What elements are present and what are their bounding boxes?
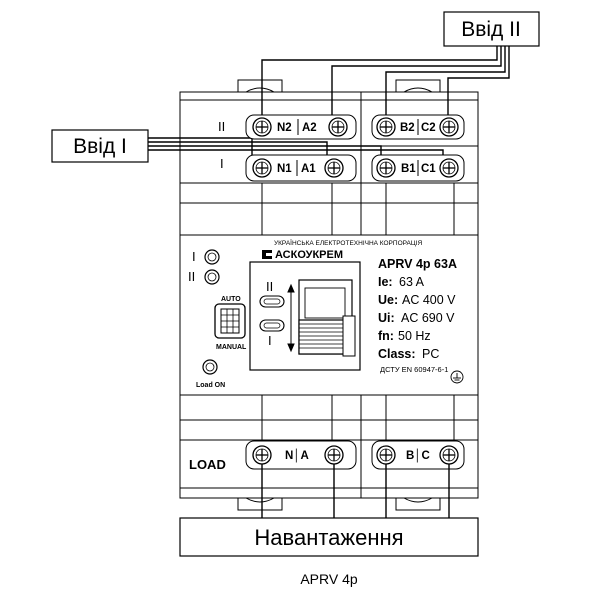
upper-left-terminal-housing bbox=[245, 114, 357, 140]
screw-icon bbox=[324, 445, 344, 465]
indicator-lamp-icon bbox=[204, 249, 220, 265]
screw-icon bbox=[376, 158, 396, 178]
spec-class-key: Class: bbox=[378, 347, 416, 361]
spec-ie-value: 63 A bbox=[399, 275, 425, 289]
load-terminal-row: LOAD N│A B│C bbox=[189, 440, 465, 472]
terminal-c1-label: C1 bbox=[421, 163, 436, 175]
spec-standard: ДСТУ EN 60947-6-1 bbox=[380, 365, 448, 374]
screw-icon bbox=[324, 158, 344, 178]
indicator-lamp-icon bbox=[204, 269, 220, 285]
brand-logo-text: АСКОУКРЕМ bbox=[275, 249, 343, 261]
lower-row-roman: I bbox=[220, 156, 224, 171]
upper-terminal-row: II N2 A2 B2 C2 bbox=[218, 114, 465, 140]
load-on-lamp-icon bbox=[202, 359, 218, 375]
handle-direction-arrow-icon bbox=[287, 283, 295, 353]
screw-icon bbox=[252, 158, 272, 178]
screw-icon bbox=[376, 445, 396, 465]
handle-position-slots bbox=[259, 295, 285, 332]
brand-tagline: УКРАЇНСЬКА ЕЛЕКТРОТЕХНІЧНА КОРПОРАЦІЯ bbox=[274, 239, 422, 247]
spec-class-value: PC bbox=[422, 347, 439, 361]
selector-auto-label: AUTO bbox=[221, 296, 241, 303]
terminal-bc-label: B│C bbox=[406, 448, 430, 463]
spec-ui-key: Ui: bbox=[378, 311, 395, 325]
terminal-c2-label: C2 bbox=[421, 122, 436, 134]
indicator-lower-label: II bbox=[188, 269, 195, 284]
screw-icon bbox=[328, 117, 348, 137]
terminal-a1-label: A1 bbox=[301, 163, 316, 175]
screw-icon bbox=[252, 117, 272, 137]
load-box bbox=[179, 517, 479, 557]
brand-logo-icon bbox=[262, 250, 272, 259]
terminal-n2-label: N2 bbox=[277, 122, 292, 134]
load-on-label: Load ON bbox=[196, 382, 225, 389]
spec-ue-key: Ue: bbox=[378, 293, 398, 307]
screw-icon bbox=[376, 117, 396, 137]
front-panel: I II AUTO MANUAL Load ON УКРАЇН bbox=[188, 239, 464, 389]
input-2-wires bbox=[261, 46, 510, 125]
input-1-box bbox=[51, 129, 149, 163]
spec-ue-value: AC 400 V bbox=[402, 293, 456, 307]
handle-window bbox=[249, 261, 361, 371]
terminal-na-label: N│A bbox=[285, 448, 309, 463]
input-2-label: Ввід II bbox=[461, 18, 521, 41]
load-row-label: LOAD bbox=[189, 457, 226, 472]
mode-selector-switch[interactable] bbox=[214, 303, 246, 339]
lower-terminal-row: I N1 A1 B1 C1 bbox=[220, 154, 465, 182]
load-box-label: Навантаження bbox=[254, 525, 403, 550]
load-wires bbox=[261, 464, 450, 518]
screw-icon bbox=[439, 117, 459, 137]
spec-ui-value: AC 690 V bbox=[401, 311, 455, 325]
input-1-label: Ввід I bbox=[73, 135, 127, 158]
load-right-terminal-housing bbox=[371, 440, 465, 470]
spec-model: APRV 4p 63A bbox=[378, 257, 457, 271]
spec-fn-value: 50 Hz bbox=[398, 329, 431, 343]
ground-symbol-icon bbox=[450, 370, 464, 384]
transfer-handle[interactable] bbox=[298, 279, 356, 357]
terminal-b2-label: B2 bbox=[400, 122, 415, 134]
terminal-b1-label: B1 bbox=[401, 163, 416, 175]
spec-fn-key: fn: bbox=[378, 329, 394, 343]
screw-icon bbox=[439, 445, 459, 465]
spec-ie-key: Ie: bbox=[378, 275, 393, 289]
handle-lower-label: I bbox=[268, 333, 272, 348]
terminal-n1-label: N1 bbox=[277, 163, 292, 175]
selector-manual-label: MANUAL bbox=[216, 344, 247, 351]
figure-caption: APRV 4p bbox=[300, 571, 358, 587]
indicator-upper-label: I bbox=[192, 249, 196, 264]
upper-row-roman: II bbox=[218, 119, 225, 134]
screw-icon bbox=[252, 445, 272, 465]
screw-icon bbox=[439, 158, 459, 178]
terminal-a2-label: A2 bbox=[302, 122, 317, 134]
handle-upper-label: II bbox=[266, 279, 273, 294]
input-2-box bbox=[443, 11, 540, 47]
